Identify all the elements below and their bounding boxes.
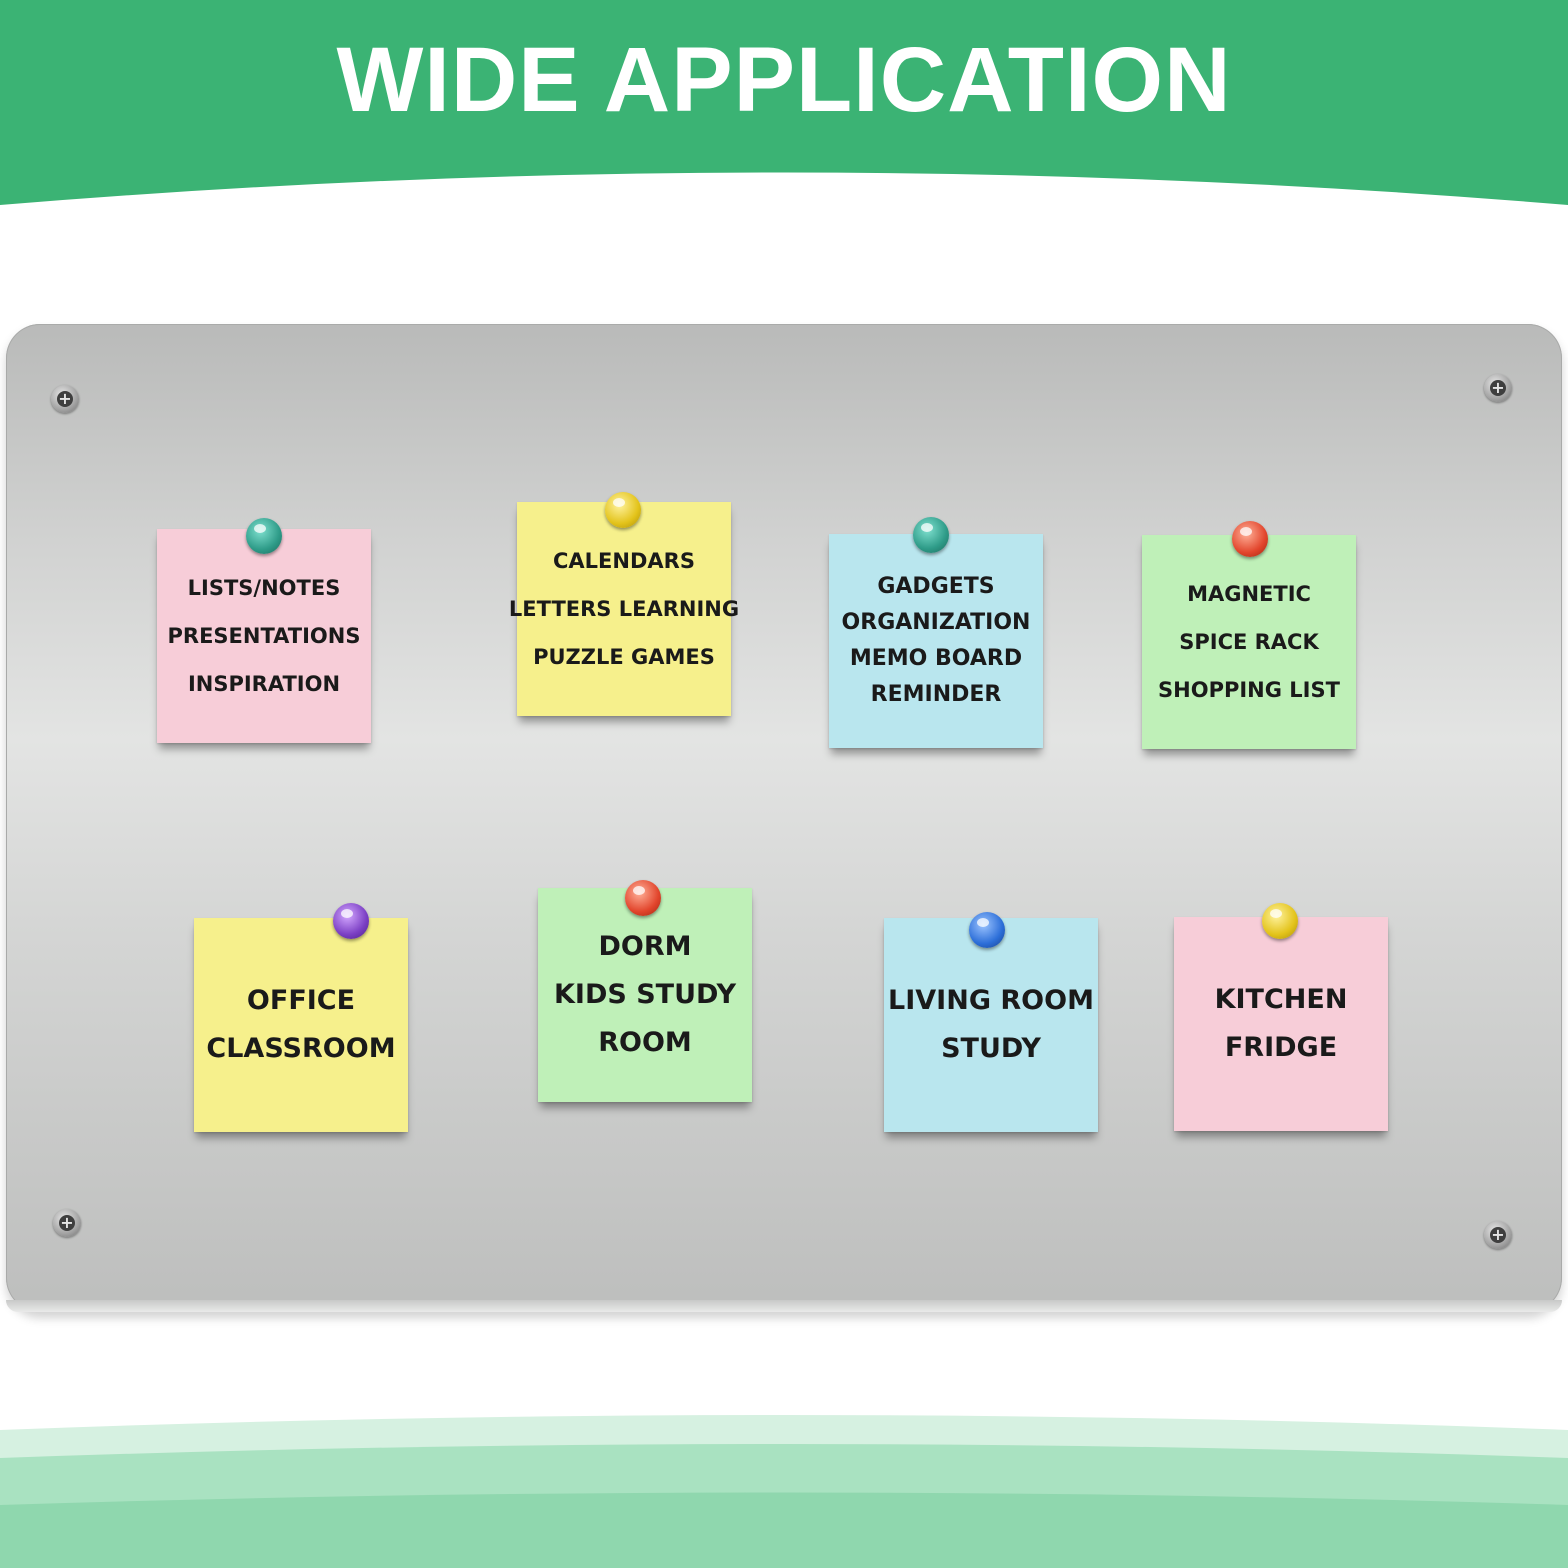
note-line: FRIDGE [1224, 1032, 1338, 1063]
footer-waves [0, 1410, 1568, 1568]
teal-magnet-pin-icon [913, 517, 949, 553]
screw-icon: + [1484, 374, 1512, 402]
note-line: GADGETS [877, 574, 995, 599]
magnetic-board: + + + + [6, 324, 1562, 1312]
note-line: DORM [598, 931, 692, 962]
screw-icon: + [51, 385, 79, 413]
sticky-note-lists: LISTS/NOTES PRESENTATIONS INSPIRATION [157, 529, 371, 743]
red-magnet-pin-icon [1232, 521, 1268, 557]
note-line: MEMO BOARD [849, 646, 1023, 671]
note-line: CALENDARS [553, 549, 695, 573]
note-line: ORGANIZATION [841, 610, 1031, 635]
note-line: LETTERS LEARNING [508, 597, 740, 621]
screw-icon: + [53, 1209, 81, 1237]
note-line: ROOM [598, 1027, 692, 1058]
purple-magnet-pin-icon [333, 903, 369, 939]
header-wave-shape [0, 0, 1568, 205]
yellow-magnet-pin-icon [1262, 903, 1298, 939]
note-line: OFFICE [246, 985, 356, 1016]
header-banner: WIDE APPLICATION [0, 0, 1568, 215]
screw-icon: + [1484, 1221, 1512, 1249]
note-line: SHOPPING LIST [1158, 678, 1340, 702]
note-line: SPICE RACK [1179, 630, 1319, 654]
note-line: PUZZLE GAMES [533, 645, 715, 669]
note-line: CLASSROOM [206, 1033, 396, 1064]
note-line: REMINDER [870, 682, 1002, 707]
red-magnet-pin-icon [625, 880, 661, 916]
note-line: LISTS/NOTES [187, 576, 341, 600]
note-line: STUDY [941, 1033, 1041, 1064]
teal-magnet-pin-icon [246, 518, 282, 554]
blue-magnet-pin-icon [969, 912, 1005, 948]
sticky-note-dorm: DORM KIDS STUDY ROOM [538, 888, 752, 1102]
sticky-note-calendars: CALENDARS LETTERS LEARNING PUZZLE GAMES [509, 502, 739, 716]
note-line: KIDS STUDY [553, 979, 736, 1010]
note-line: PRESENTATIONS [167, 624, 361, 648]
sticky-note-office: OFFICE CLASSROOM [194, 918, 408, 1132]
note-line: LIVING ROOM [888, 985, 1094, 1016]
note-line: INSPIRATION [187, 672, 341, 696]
sticky-note-kitchen: KITCHEN FRIDGE [1174, 917, 1388, 1131]
yellow-magnet-pin-icon [605, 492, 641, 528]
note-line: KITCHEN [1214, 984, 1348, 1015]
sticky-note-magnetic: MAGNETIC SPICE RACK SHOPPING LIST [1142, 535, 1356, 749]
page-title: WIDE APPLICATION [336, 29, 1232, 131]
footer-wave-shape [0, 1415, 1568, 1568]
note-line: MAGNETIC [1187, 582, 1311, 606]
sticky-note-gadgets: GADGETS ORGANIZATION MEMO BOARD REMINDER [829, 534, 1043, 748]
sticky-note-living-room: LIVING ROOM STUDY [884, 918, 1098, 1132]
